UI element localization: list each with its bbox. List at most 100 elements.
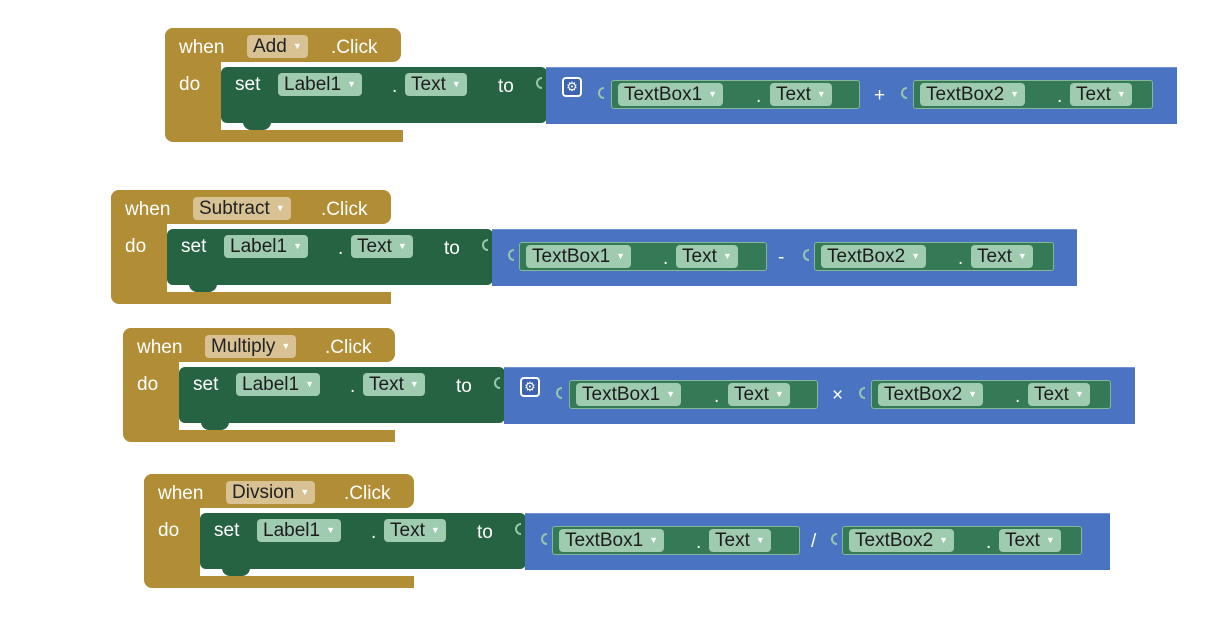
operator-symbol: - (778, 247, 785, 268)
dot-separator: . (350, 376, 356, 397)
left-component-dropdown[interactable]: TextBox1▼ (618, 83, 724, 106)
left-property-label: Text (776, 84, 811, 105)
left-component-dropdown[interactable]: TextBox1▼ (576, 383, 682, 406)
event-body (144, 474, 200, 586)
component-dropdown-label: Subtract (199, 198, 270, 219)
right-property-dropdown[interactable]: Text▼ (1070, 83, 1132, 106)
right-component-dropdown[interactable]: TextBox2 ▼ (920, 83, 1026, 106)
event-block-divsion[interactable]: when Divsion▼ .Click do set Label1▼ . Te… (144, 474, 1110, 588)
target-component-dropdown[interactable]: Label1▼ (236, 373, 320, 396)
event-name: .Click (325, 337, 372, 358)
event-body (111, 190, 167, 302)
left-component-dropdown[interactable]: TextBox1▼ (526, 245, 632, 268)
dropdown-arrow-icon: ▼ (816, 89, 826, 99)
to-keyword: to (498, 76, 514, 97)
component-dropdown[interactable]: Subtract ▼ (193, 197, 291, 220)
input-socket (598, 87, 604, 99)
gear-icon[interactable]: ⚙ (520, 377, 540, 397)
right-component-label: TextBox2 (855, 530, 934, 551)
set-block[interactable] (200, 513, 526, 569)
property-dropdown[interactable]: Text▼ (363, 373, 425, 396)
gear-icon[interactable]: ⚙ (562, 77, 582, 97)
dropdown-arrow-icon: ▼ (275, 203, 285, 213)
event-block-multiply[interactable]: when Multiply▼ .Click do set Label1▼ . T… (123, 328, 1135, 442)
event-footer (111, 292, 391, 304)
component-dropdown[interactable]: Divsion▼ (226, 481, 316, 504)
component-dropdown-label: Divsion (232, 482, 295, 503)
target-component-label: Label1 (242, 374, 300, 395)
dropdown-arrow-icon: ▼ (451, 79, 461, 89)
event-footer (123, 430, 395, 442)
set-block[interactable] (167, 229, 493, 285)
input-socket (482, 239, 488, 251)
do-keyword: do (158, 520, 180, 541)
dropdown-arrow-icon: ▼ (649, 535, 659, 545)
right-property-label: Text (977, 246, 1012, 267)
left-property-dropdown[interactable]: Text▼ (676, 245, 738, 268)
left-property-label: Text (715, 530, 750, 551)
dot-separator: . (696, 532, 702, 553)
operator-symbol: × (832, 385, 844, 406)
dropdown-arrow-icon: ▼ (968, 389, 978, 399)
dropdown-arrow-icon: ▼ (1017, 251, 1027, 261)
set-keyword: set (193, 374, 219, 395)
set-block-notch (243, 122, 271, 130)
dot-separator: . (392, 76, 398, 97)
property-label: Text (411, 74, 446, 95)
dropdown-arrow-icon: ▼ (326, 525, 335, 535)
to-keyword: to (456, 376, 472, 397)
set-keyword: set (235, 74, 261, 95)
event-body (123, 328, 179, 440)
input-socket (556, 387, 562, 399)
dropdown-arrow-icon: ▼ (1010, 89, 1020, 99)
event-name: .Click (344, 483, 391, 504)
right-property-dropdown[interactable]: Text ▼ (971, 245, 1033, 268)
dropdown-arrow-icon: ▼ (774, 389, 784, 399)
when-keyword: when (137, 337, 183, 358)
dot-separator: . (663, 248, 669, 269)
input-socket (515, 523, 521, 535)
left-property-dropdown[interactable]: Text ▼ (770, 83, 832, 106)
right-component-dropdown[interactable]: TextBox2▼ (878, 383, 984, 406)
left-component-label: TextBox1 (532, 246, 611, 267)
right-property-label: Text (1034, 384, 1069, 405)
right-component-label: TextBox2 (926, 84, 1005, 105)
right-component-dropdown[interactable]: TextBox2▼ (821, 245, 927, 268)
dropdown-arrow-icon: ▼ (755, 535, 765, 545)
event-block-subtract[interactable]: when Subtract▼ .Click do set Label1▼ . T… (111, 190, 1077, 304)
left-property-label: Text (734, 384, 769, 405)
right-property-dropdown[interactable]: Text▼ (999, 529, 1061, 552)
property-dropdown[interactable]: Text ▼ (405, 73, 467, 96)
event-name: .Click (331, 37, 378, 58)
set-block[interactable] (221, 67, 547, 123)
component-dropdown[interactable]: Multiply▼ (205, 335, 297, 358)
set-block[interactable] (179, 367, 505, 423)
property-dropdown[interactable]: Text ▼ (384, 519, 446, 542)
left-property-dropdown[interactable]: Text ▼ (728, 383, 790, 406)
property-label: Text (390, 520, 425, 541)
left-property-dropdown[interactable]: Text ▼ (709, 529, 771, 552)
component-dropdown[interactable]: Add▼ (247, 35, 308, 58)
event-footer (144, 576, 414, 588)
dropdown-arrow-icon: ▼ (708, 89, 718, 99)
right-property-dropdown[interactable]: Text▼ (1028, 383, 1090, 406)
dropdown-arrow-icon: ▼ (292, 41, 302, 51)
target-component-dropdown[interactable]: Label1▼ (224, 235, 308, 258)
operator-symbol: + (874, 85, 886, 106)
do-keyword: do (179, 74, 201, 95)
component-dropdown-label: Multiply (211, 336, 276, 357)
dropdown-arrow-icon: ▼ (430, 525, 440, 535)
dropdown-arrow-icon: ▼ (722, 251, 732, 261)
right-component-dropdown[interactable]: TextBox2▼ (849, 529, 955, 552)
event-block-add[interactable]: when Add▼ .Click do set Label1▼ . Text▼ … (165, 28, 1177, 142)
do-keyword: do (125, 236, 147, 257)
target-component-dropdown[interactable]: Label1▼ (257, 519, 341, 542)
do-keyword: do (137, 374, 159, 395)
property-dropdown[interactable]: Text▼ (351, 235, 413, 258)
to-keyword: to (477, 522, 493, 543)
left-component-dropdown[interactable]: TextBox1▼ (559, 529, 665, 552)
target-component-dropdown[interactable]: Label1▼ (278, 73, 362, 96)
dropdown-arrow-icon: ▼ (666, 389, 676, 399)
right-component-label: TextBox2 (827, 246, 906, 267)
